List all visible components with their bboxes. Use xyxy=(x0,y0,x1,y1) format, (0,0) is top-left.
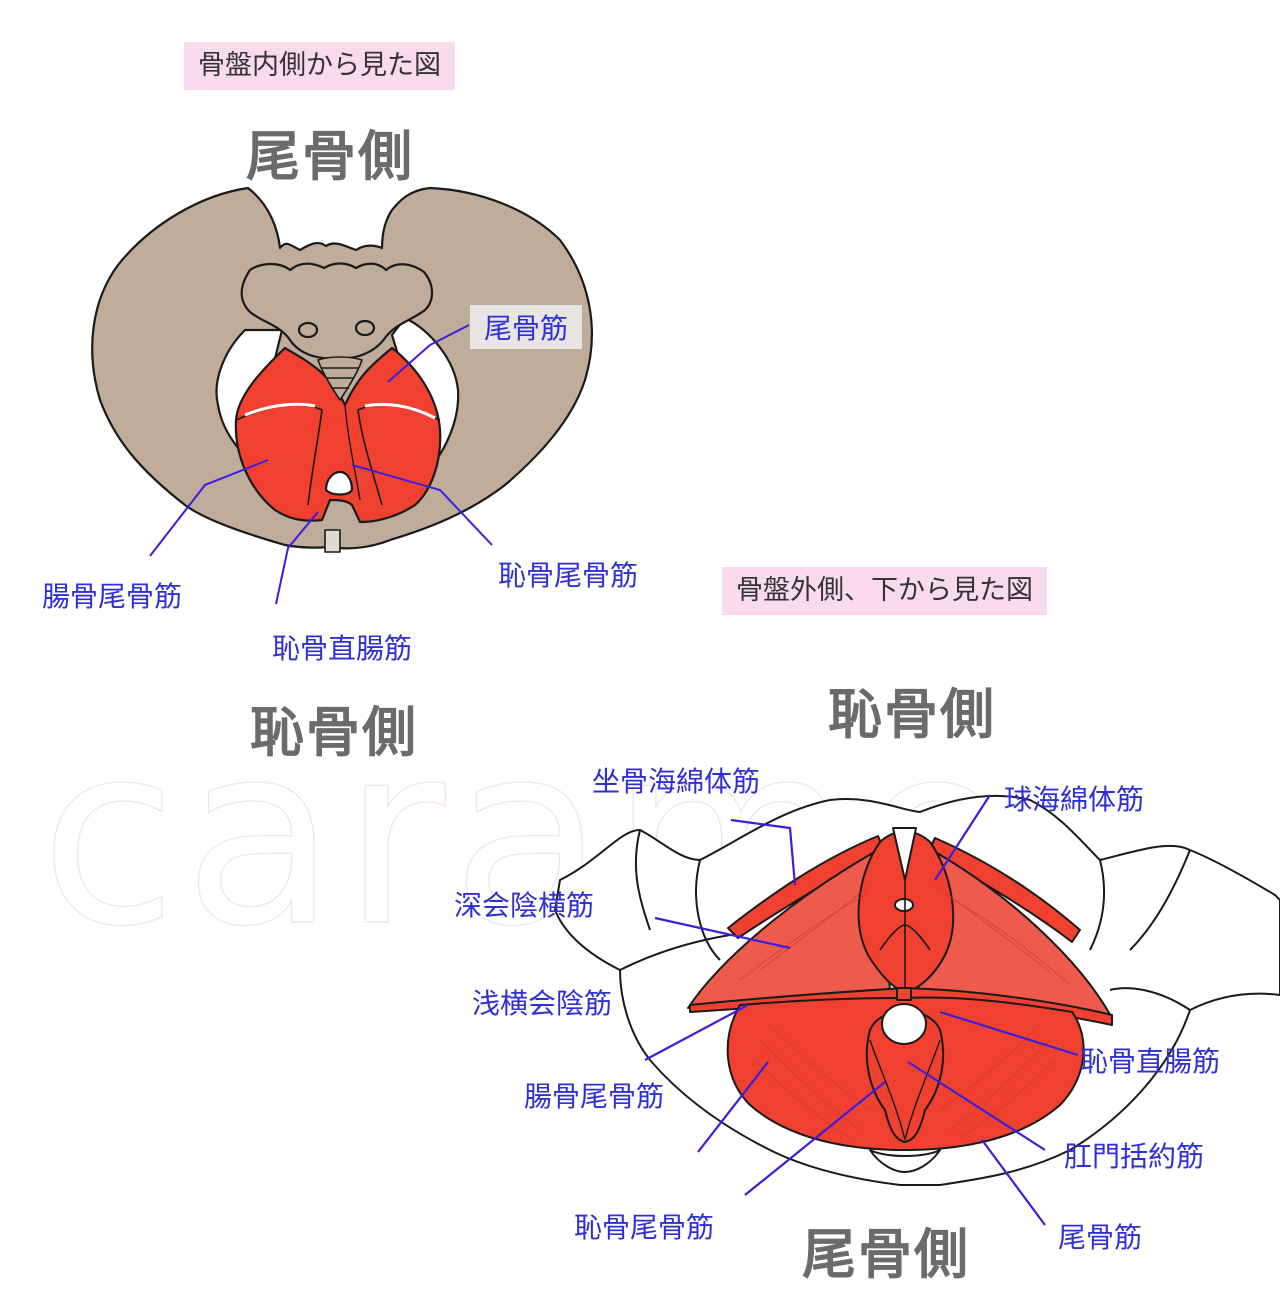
bottom-label-superficial-transverse-perineal: 浅横会陰筋 xyxy=(472,987,613,1020)
bottom-label-ischiocavernosus: 坐骨海綿体筋 xyxy=(592,765,761,798)
bottom-view-leader-lines xyxy=(644,794,1079,1226)
bottom-label-iliococcygeus: 腸骨尾骨筋 xyxy=(524,1080,665,1113)
bottom-coccyx xyxy=(869,1149,941,1173)
top-label-puborectalis: 恥骨直腸筋 xyxy=(272,632,413,665)
top-view-leader-lines xyxy=(149,324,493,605)
bottom-view-bottom-side-label: 尾骨側 xyxy=(802,1223,970,1286)
bottom-ischial-ramus-left xyxy=(619,829,731,971)
top-label-pubococcygeus: 恥骨尾骨筋 xyxy=(498,559,639,592)
bottom-muscle-fibers xyxy=(739,884,1071,1139)
top-levator-ani-muscle xyxy=(234,346,442,524)
bottom-view-caption: 骨盤外側、下から見た図 xyxy=(722,567,1047,615)
top-rectal-opening xyxy=(324,470,354,496)
bottom-label-puborectalis: 恥骨直腸筋 xyxy=(1080,1045,1221,1078)
bottom-ischial-ramus-right xyxy=(1089,849,1191,1011)
bottom-view-top-side-label: 恥骨側 xyxy=(828,683,996,746)
bottom-label-bulbospongiosus: 球海綿体筋 xyxy=(1004,783,1145,816)
bottom-label-deep-transverse-perineal: 深会陰横筋 xyxy=(454,889,595,922)
top-view-caption: 骨盤内側から見た図 xyxy=(184,42,455,90)
bottom-view-illustration xyxy=(554,794,1280,1186)
bottom-urethral-opening xyxy=(892,827,917,881)
bottom-label-external-anal-sphincter: 肛門括約筋 xyxy=(1064,1140,1205,1173)
top-view-illustration xyxy=(91,186,593,553)
top-sacral-foramen-left xyxy=(297,321,319,339)
bottom-vaginal-opening xyxy=(894,898,914,912)
top-sacral-foramen-right xyxy=(354,319,376,337)
top-label-iliococcygeus: 腸骨尾骨筋 xyxy=(42,580,183,613)
bottom-label-coccygeus: 尾骨筋 xyxy=(1058,1221,1143,1254)
bottom-anal-opening xyxy=(881,1003,927,1045)
top-sacrum xyxy=(240,262,434,360)
top-view-bottom-side-label: 恥骨側 xyxy=(250,701,418,764)
top-view-top-side-label: 尾骨側 xyxy=(246,125,414,188)
bottom-external-anal-sphincter xyxy=(865,1010,945,1143)
top-pubic-symphysis xyxy=(324,529,341,553)
bottom-label-pubococcygeus: 恥骨尾骨筋 xyxy=(574,1211,715,1244)
top-label-coccygeus: 尾骨筋 xyxy=(470,305,583,349)
